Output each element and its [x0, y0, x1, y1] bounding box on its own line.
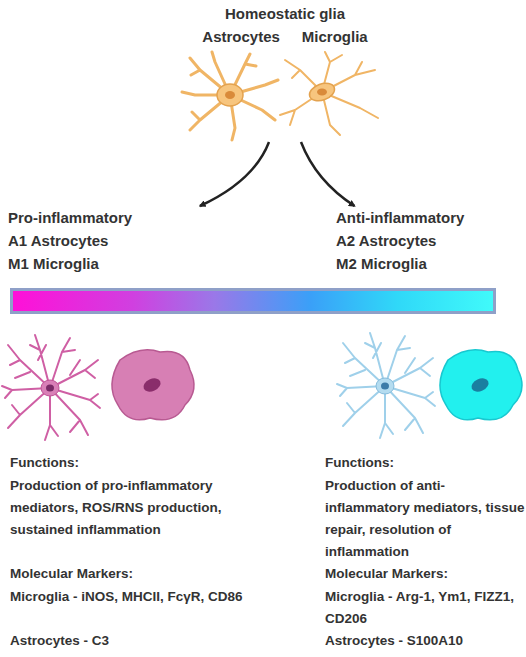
section-text: Astrocytes - C3	[10, 630, 272, 652]
m2-microglia	[440, 350, 522, 420]
homeostatic-astrocyte-part	[225, 91, 235, 99]
a2-astrocyte-part-part	[337, 333, 435, 438]
a2-astrocyte	[337, 333, 435, 438]
transition-arrow	[200, 142, 269, 206]
glia-group: Anti-inflammatoryA2 AstrocytesM2 Microgl…	[336, 206, 521, 275]
m1-microglia-part	[112, 350, 194, 420]
homeostatic-astrocyte	[182, 52, 278, 140]
section-heading: Functions:	[10, 452, 272, 474]
group-heading: Pro-inflammatory	[8, 206, 248, 229]
homeostatic-microglia-part-part	[280, 52, 378, 135]
group-label: A2 Astrocytes	[336, 229, 521, 252]
a1-astrocyte-part	[46, 385, 54, 392]
m2-microglia-part	[469, 376, 490, 394]
a2-astrocyte-part	[376, 378, 394, 394]
homeostatic-astrocyte-part	[217, 84, 243, 106]
homeostatic-astrocyte-part	[182, 52, 278, 140]
m1-microglia-part	[141, 376, 162, 394]
section-text: Microglia - iNOS, MHCII, FcγR, CD86	[10, 586, 255, 608]
group-label: M2 Microglia	[336, 252, 521, 275]
a2-astrocyte-part	[337, 333, 435, 438]
homeostatic-astrocyte-part-part	[182, 52, 278, 140]
section-text: Astrocytes - S100A10	[325, 630, 525, 652]
homeostatic-microglia-part	[307, 80, 337, 104]
label-row: Astrocytes Microglia	[185, 25, 385, 48]
a1-astrocyte	[2, 335, 100, 440]
section-text: Production of pro-inflammatory mediators…	[10, 475, 272, 541]
section-text: Production of anti-inflammatory mediator…	[325, 475, 525, 563]
homeostatic-microglia-part	[317, 89, 327, 96]
m1-microglia	[112, 350, 194, 420]
m2-microglia-part	[440, 350, 522, 420]
glia-group: Homeostatic gliaAstrocytes Microglia	[185, 2, 385, 142]
a1-astrocyte-part-part	[2, 335, 100, 440]
section-heading: Molecular Markers:	[325, 563, 525, 585]
section-heading: Functions:	[325, 452, 525, 474]
group-heading: Homeostatic glia	[185, 2, 385, 25]
a1-astrocyte-part	[2, 335, 100, 440]
group-heading: Anti-inflammatory	[336, 206, 521, 229]
transition-arrow	[301, 142, 355, 206]
a2-astrocyte-part	[381, 383, 389, 390]
section-heading: Molecular Markers:	[10, 563, 272, 585]
homeostatic-microglia-part	[280, 52, 378, 135]
group-label: Microglia	[302, 25, 368, 48]
gradient-bar	[10, 288, 496, 314]
section-text: Microglia - Arg-1, Ym1, FIZZ1, CD206	[325, 586, 525, 630]
group-label: Astrocytes	[202, 25, 280, 48]
homeostatic-microglia	[280, 52, 378, 135]
a1-astrocyte-part	[41, 380, 59, 396]
group-label: A1 Astrocytes	[8, 229, 248, 252]
glia-group: Pro-inflammatoryA1 AstrocytesM1 Microgli…	[8, 206, 248, 275]
group-label: M1 Microglia	[8, 252, 248, 275]
